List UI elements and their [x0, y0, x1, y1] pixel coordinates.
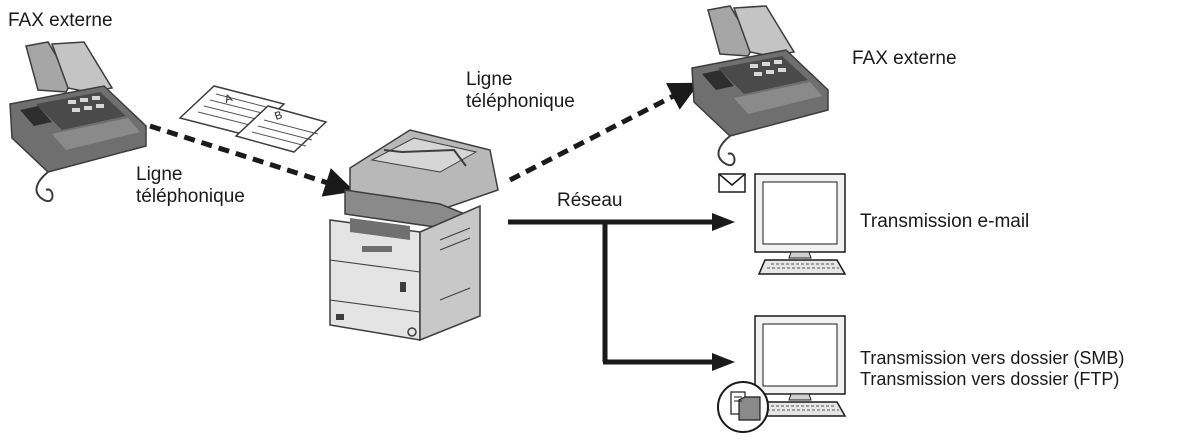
label-phone-line-right: Ligne téléphonique [466, 69, 575, 113]
label-email-transmission: Transmission e-mail [860, 211, 1030, 232]
label-phone-line-right-1: Ligne [466, 69, 513, 90]
fax-machine-left [9, 41, 147, 203]
network-connector [508, 213, 735, 371]
document-letter-a: A [223, 92, 234, 106]
label-phone-line-right-2: téléphonique [466, 91, 575, 112]
label-folder-ftp: Transmission vers dossier (FTP) [860, 369, 1120, 389]
paper-documents: A B [178, 85, 328, 153]
label-folder-smb: Transmission vers dossier (SMB) [860, 348, 1125, 368]
label-network: Réseau [557, 190, 623, 211]
envelope-icon [718, 173, 746, 193]
label-phone-line-left-2: téléphonique [136, 186, 245, 207]
document-letter-b: B [273, 109, 284, 123]
computer-email [754, 173, 847, 275]
folder-icon [717, 381, 769, 433]
fax-machine-right [691, 5, 829, 167]
label-phone-line-left-1: Ligne [136, 164, 183, 185]
computer-folder [754, 315, 847, 417]
label-fax-left: FAX externe [8, 10, 113, 31]
multifunction-printer [329, 129, 499, 342]
label-fax-right: FAX externe [852, 48, 957, 69]
label-phone-line-left: Ligne téléphonique [136, 164, 245, 208]
